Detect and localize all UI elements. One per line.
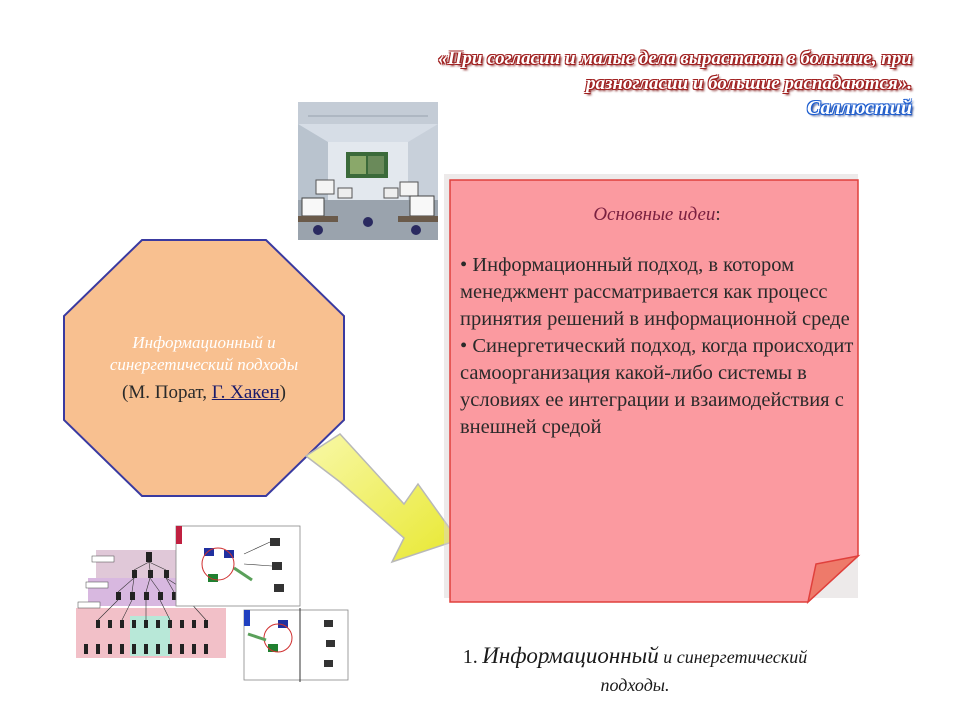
octagon-shape [63,239,345,497]
note-bullet-2-text: Синергетический подход, когда происходит… [460,335,854,438]
caption-number: 1. [462,646,478,668]
note-content: Основные идеи: • Информационный подход, … [460,204,860,441]
approaches-octagon: Информационный и синергетический подходы… [62,238,346,498]
quote-line-2: разногласии и большие распадаются». [586,73,912,94]
epigraph-quote: «При согласии и малые дела вырастают в б… [352,46,912,121]
caption-line2: подходы. [600,675,670,695]
note-heading-colon: : [715,204,721,225]
note-heading-text: Основные идеи [593,204,716,225]
authors-suffix: ) [279,382,286,403]
octagon-text: Информационный и синергетический подходы… [62,238,346,498]
network-diagrams [175,525,349,682]
octagon-title: Информационный и синергетический подходы [109,333,299,374]
caption-rest-line1: и синергетический [663,647,808,667]
haken-link[interactable]: Г. Хакен [211,382,280,403]
note-bullet-1-text: Информационный подход, в котором менеджм… [460,254,850,330]
note-heading: Основные идеи: [460,204,854,226]
main-ideas-note [440,170,872,610]
slide-caption: 1. Информационный и синергетический подх… [370,642,900,699]
note-shape [444,174,861,605]
octagon-authors: (М. Порат, Г. Хакен) [122,382,286,404]
caption-word1: Информационный [482,643,659,668]
note-bullet-1: • Информационный подход, в котором менед… [460,254,850,330]
note-bullet-2: • Синергетический подход, когда происход… [460,335,854,438]
authors-prefix: (М. Порат, [122,382,212,403]
computer-classroom-photo [298,102,438,240]
quote-line-1: «При согласии и малые дела вырастают в б… [438,48,912,69]
quote-author: Саллюстий [806,97,912,119]
